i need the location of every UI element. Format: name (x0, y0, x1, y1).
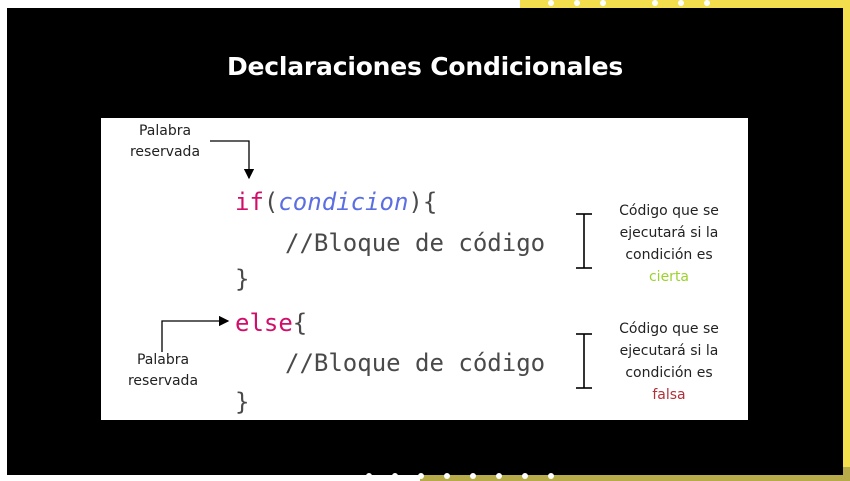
if-block-bracket (576, 213, 592, 269)
reserved-word-label-bottom: Palabra reservada (127, 352, 199, 389)
if-keyword: if (235, 188, 264, 216)
else-block-bracket (576, 333, 592, 389)
slide-title: Declaraciones Condicionales (226, 52, 624, 81)
top-accent-bar (520, 0, 850, 10)
bottom-dots-decoration (366, 473, 586, 481)
else-closing-brace: } (235, 388, 250, 416)
if-line: if(condicion){ (235, 190, 437, 214)
reserved-word-label-top: Palabra reservada (129, 123, 201, 160)
if-block-comment: //Bloque de código (285, 229, 546, 257)
if-closing-brace: } (235, 265, 250, 293)
else-line: else{ (235, 311, 307, 335)
reserved-top-arrow (210, 140, 255, 180)
reserved-bottom-arrow (161, 315, 230, 352)
else-block-note: Código que se ejecutará si la condición … (603, 318, 735, 406)
code-panel (101, 118, 748, 420)
if-condition: condicion (278, 188, 409, 216)
else-open-brace: { (292, 309, 308, 337)
top-dots-decoration (548, 0, 748, 8)
true-condition-word: cierta (648, 269, 690, 285)
if-close-brace: ){ (408, 188, 438, 216)
else-block-comment: //Bloque de código (285, 349, 546, 377)
if-open-paren: ( (263, 188, 279, 216)
if-block-note: Código que se ejecutará si la condición … (603, 200, 735, 288)
else-keyword: else (235, 309, 293, 337)
false-condition-word: falsa (652, 387, 686, 403)
right-accent-bar (840, 0, 850, 481)
